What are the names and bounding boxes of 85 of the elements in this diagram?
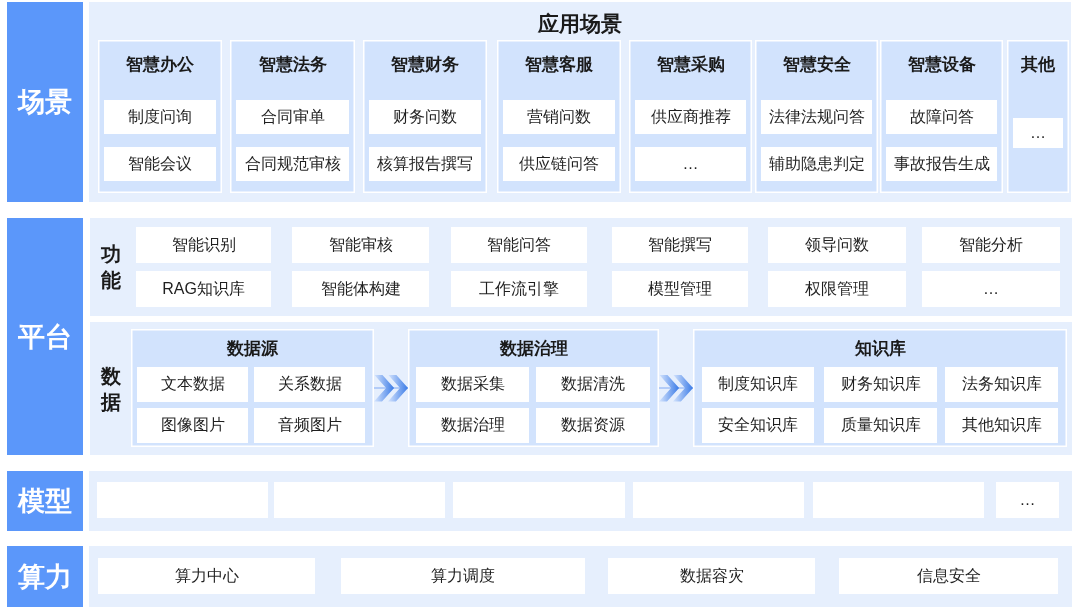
scenario-item: 供应商推荐 [635,100,746,134]
scenario-item: 供应链问答 [503,147,615,181]
card-heading: 智慧财务 [391,54,459,76]
scenario-card [880,40,1003,193]
data-item: 数据资源 [536,408,650,443]
scenario-card [755,40,878,193]
model-item [274,482,445,518]
model-item [813,482,984,518]
data-group-card [693,329,1067,447]
feature-item: 领导问数 [768,227,906,263]
feature-item: 智能撰写 [612,227,748,263]
data-item: 质量知识库 [824,408,937,443]
data-item: 数据采集 [416,367,529,402]
scenario-item: 核算报告撰写 [369,147,481,181]
scenario-item: 法律法规问答 [761,100,872,134]
data-item: 制度知识库 [702,367,814,402]
card-heading: 智慧办公 [126,54,194,76]
data-item: 音频图片 [254,408,365,443]
layer-label: 场景 [7,2,83,202]
feature-item: 工作流引擎 [451,271,587,307]
model-item [97,482,268,518]
model-item [633,482,804,518]
feature-item: 智能审核 [292,227,429,263]
data-item: 关系数据 [254,367,365,402]
feature-item: 智能分析 [922,227,1060,263]
data-group-card [408,329,659,447]
feature-item: 智能体构建 [292,271,429,307]
data-item: 数据清洗 [536,367,650,402]
layer-panel [89,471,1072,531]
scenario-item: 故障问答 [886,100,997,134]
feature-item: RAG知识库 [136,271,271,307]
data-item: 图像图片 [137,408,248,443]
card-heading: 知识库 [854,338,906,360]
layer-label: 平台 [7,218,83,455]
scenario-item: 合同审单 [236,100,349,134]
scenario-item: 制度问询 [104,100,216,134]
feature-item: … [922,271,1060,307]
data-item: 财务知识库 [824,367,937,402]
data-item: 其他知识库 [945,408,1058,443]
scenario-card [230,40,355,193]
scenario-card [497,40,621,193]
layer-label: 模型 [7,471,83,531]
compute-item: 数据容灾 [608,558,815,594]
scenario-item: 营销问数 [503,100,615,134]
panel-heading: 应用场景 [538,11,622,37]
compute-item: 算力调度 [341,558,585,594]
layer-panel [90,218,1072,316]
section-heading: 数据 [101,363,122,415]
scenario-item: 事故报告生成 [886,147,997,181]
layer-panel [89,2,1071,202]
card-heading: 智慧采购 [656,54,725,76]
layer-panel [90,322,1072,455]
scenario-item: … [635,147,746,181]
card-heading: 智慧安全 [782,54,851,76]
layer-panel [89,546,1072,607]
feature-item: 智能识别 [136,227,271,263]
scenario-card [1007,40,1069,193]
feature-item: 智能问答 [451,227,587,263]
scenario-item: 智能会议 [104,147,216,181]
card-heading: 其他 [1021,54,1055,76]
scenario-item: 辅助隐患判定 [761,147,872,181]
scenario-item: … [1013,118,1063,148]
section-heading: 功能 [101,242,122,293]
scenario-item: 合同规范审核 [236,147,349,181]
compute-item: 算力中心 [98,558,315,594]
data-group-card [131,329,374,447]
card-heading: 智慧设备 [907,54,976,76]
feature-item: 模型管理 [612,271,748,307]
card-heading: 智慧法务 [258,54,327,76]
card-heading: 智慧客服 [525,54,593,76]
feature-item: 权限管理 [768,271,906,307]
card-heading: 数据治理 [499,338,568,360]
data-item: 法务知识库 [945,367,1058,402]
model-item: … [996,482,1059,518]
data-item: 数据治理 [416,408,529,443]
card-heading: 数据源 [227,338,278,360]
layer-label: 算力 [7,546,83,607]
model-item [453,482,625,518]
scenario-item: 财务问数 [369,100,481,134]
data-item: 安全知识库 [702,408,814,443]
data-item: 文本数据 [137,367,248,402]
scenario-card [629,40,752,193]
compute-item: 信息安全 [839,558,1058,594]
scenario-card [98,40,222,193]
scenario-card [363,40,487,193]
